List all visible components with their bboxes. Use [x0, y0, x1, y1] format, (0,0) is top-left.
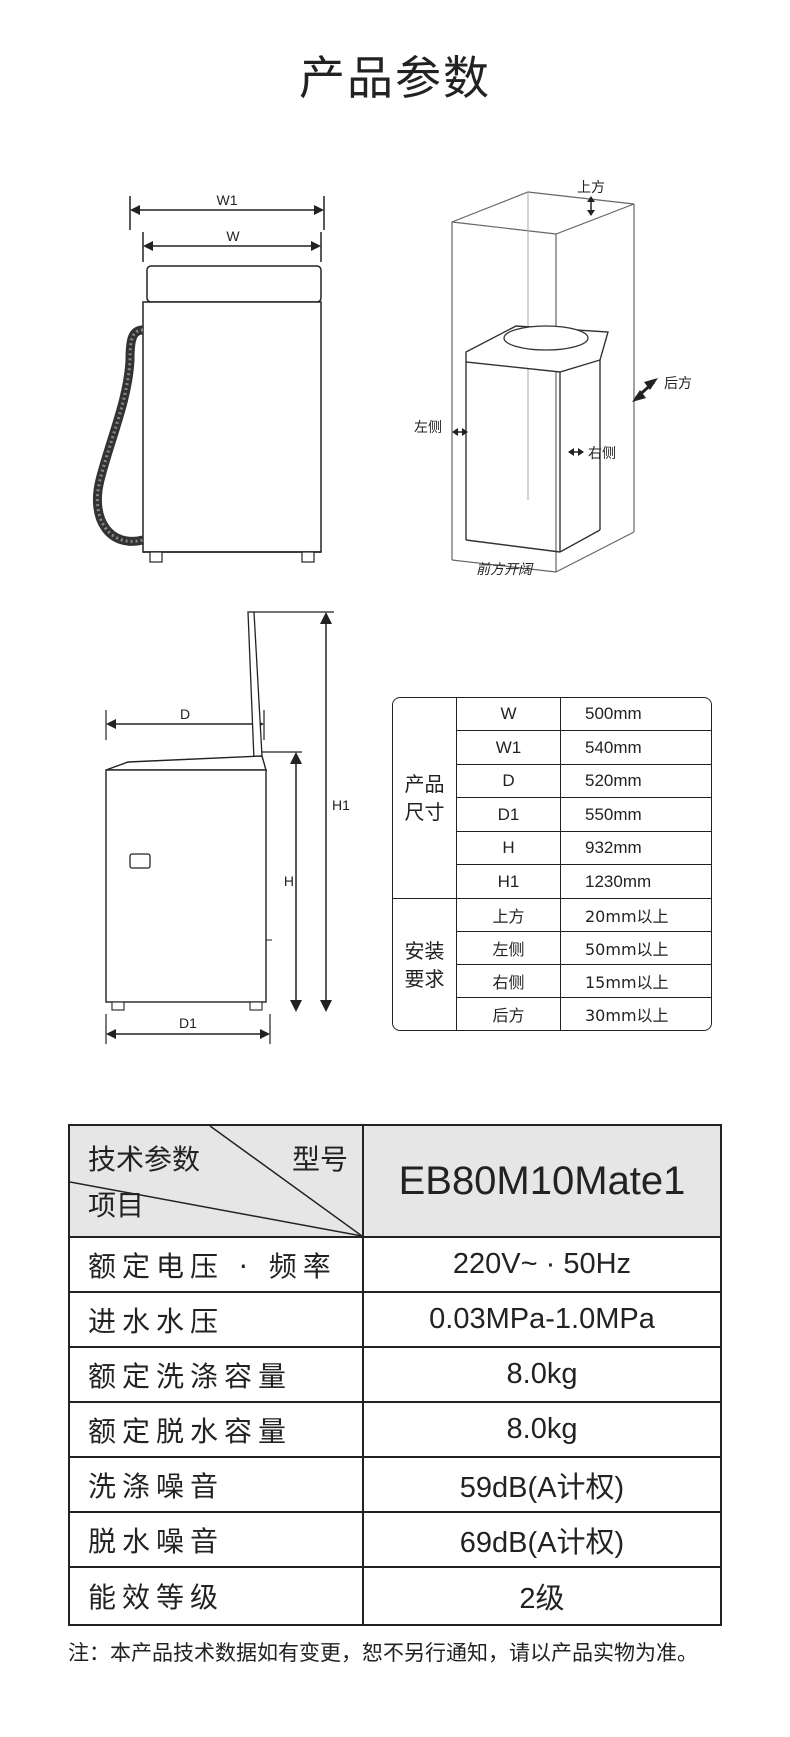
- install-clearance-diagram: 上方 后方 左侧 右侧 前方开阔: [414, 180, 692, 578]
- dim-row: W1 540mm: [457, 731, 711, 765]
- dim-key: D1: [457, 798, 561, 831]
- dim-key: H: [457, 832, 561, 864]
- product-size-label: 产品尺寸: [393, 698, 457, 898]
- dim-value: 550mm: [585, 804, 642, 824]
- install-front-label: 前方开阔: [476, 562, 534, 578]
- header-tech-label: 技术参数: [88, 1143, 201, 1176]
- spec-label: 进水水压: [70, 1293, 364, 1346]
- dim-value: 932mm: [585, 838, 642, 857]
- w-label: W: [226, 228, 240, 244]
- dim-row: 后方 30mm以上: [457, 998, 711, 1030]
- spec-label: 能效等级: [70, 1568, 364, 1624]
- spec-row: 能效等级 2级: [70, 1568, 720, 1624]
- install-left-label: 左侧: [414, 420, 442, 436]
- spec-label: 脱水噪音: [70, 1513, 364, 1566]
- spec-label: 额定电压 · 频率: [70, 1238, 364, 1291]
- dim-row: 左侧 50mm以上: [457, 932, 711, 965]
- spec-row: 进水水压 0.03MPa-1.0MPa: [70, 1293, 720, 1348]
- dim-value: 540mm: [585, 737, 642, 757]
- dim-value: 30mm以上: [585, 1006, 669, 1025]
- dim-key: D: [457, 765, 561, 797]
- spec-header-corner: 技术参数 型号 项目: [70, 1126, 364, 1236]
- w1-label: W1: [217, 192, 238, 208]
- spec-row: 额定脱水容量 8.0kg: [70, 1403, 720, 1458]
- dim-row: D 520mm: [457, 765, 711, 798]
- h1-label: H1: [332, 797, 350, 813]
- page-title: 产品参数: [299, 51, 491, 105]
- spec-row: 额定电压 · 频率 220V~ · 50Hz: [70, 1238, 720, 1293]
- dim-row: 右侧 15mm以上: [457, 965, 711, 998]
- spec-row: 额定洗涤容量 8.0kg: [70, 1348, 720, 1403]
- dim-row: 上方 20mm以上: [457, 899, 711, 932]
- spec-row: 脱水噪音 69dB(A计权): [70, 1513, 720, 1568]
- dim-value: 500mm: [585, 704, 642, 723]
- diagonal-divider: [70, 1126, 362, 1236]
- dim-value: 20mm以上: [585, 907, 669, 926]
- spec-row: 洗涤噪音 59dB(A计权): [70, 1458, 720, 1513]
- install-right-label: 右侧: [588, 446, 616, 462]
- front-view-diagram: W1 W: [92, 192, 325, 563]
- spec-header: 技术参数 型号 项目 EB80M10Mate1: [70, 1126, 720, 1238]
- dim-row: H1 1230mm: [457, 865, 711, 899]
- side-view-diagram: H1 H D D1: [105, 611, 350, 1044]
- install-requirement-group: 安装要求 上方 20mm以上 左侧 50mm以上 右侧 15mm以上 后方 30…: [393, 899, 711, 1030]
- dim-key: W: [457, 698, 561, 730]
- install-top-label: 上方: [577, 180, 605, 196]
- spec-value: 220V~ · 50Hz: [452, 1248, 632, 1280]
- spec-value: 8.0kg: [506, 1413, 578, 1445]
- spec-value: 0.03MPa-1.0MPa: [429, 1303, 655, 1335]
- spec-value: 69dB(A计权): [459, 1526, 625, 1559]
- install-requirement-label: 安装要求: [393, 899, 457, 1030]
- dim-key: 上方: [457, 899, 561, 931]
- dim-key: 右侧: [457, 965, 561, 997]
- spec-label: 额定脱水容量: [70, 1403, 364, 1456]
- spec-table: 技术参数 型号 项目 EB80M10Mate1 额定电压 · 频率 220V~ …: [68, 1124, 722, 1626]
- dimensions-table: 产品尺寸 W 500mm W1 540mm D 520mm D1 550mm H…: [392, 697, 712, 1031]
- product-size-group: 产品尺寸 W 500mm W1 540mm D 520mm D1 550mm H…: [393, 698, 711, 899]
- dim-value: 520mm: [585, 771, 642, 790]
- dim-value: 50mm以上: [585, 940, 669, 959]
- dim-key: H1: [457, 865, 561, 899]
- d1-label: D1: [179, 1015, 197, 1031]
- spec-value: 59dB(A计权): [459, 1471, 625, 1504]
- d-label: D: [180, 706, 190, 722]
- dim-row: D1 550mm: [457, 798, 711, 832]
- dim-value: 1230mm: [585, 872, 652, 891]
- header-item-label: 项目: [88, 1189, 145, 1222]
- model-number: EB80M10Mate1: [364, 1126, 720, 1236]
- dim-key: 左侧: [457, 932, 561, 964]
- disclaimer-note: 注：本产品技术数据如有变更，恕不另行通知，请以产品实物为准。: [68, 1641, 698, 1665]
- install-back-label: 后方: [664, 376, 692, 392]
- spec-label: 洗涤噪音: [70, 1458, 364, 1511]
- dim-key: 后方: [457, 998, 561, 1030]
- h-label: H: [284, 873, 294, 889]
- dim-row: W 500mm: [457, 698, 711, 731]
- dim-value: 15mm以上: [585, 973, 669, 992]
- dim-row: H 932mm: [457, 832, 711, 865]
- spec-label: 额定洗涤容量: [70, 1348, 364, 1401]
- spec-value: 2级: [519, 1583, 565, 1615]
- dim-key: W1: [457, 731, 561, 764]
- spec-value: 8.0kg: [506, 1358, 578, 1390]
- header-model-label: 型号: [291, 1143, 348, 1176]
